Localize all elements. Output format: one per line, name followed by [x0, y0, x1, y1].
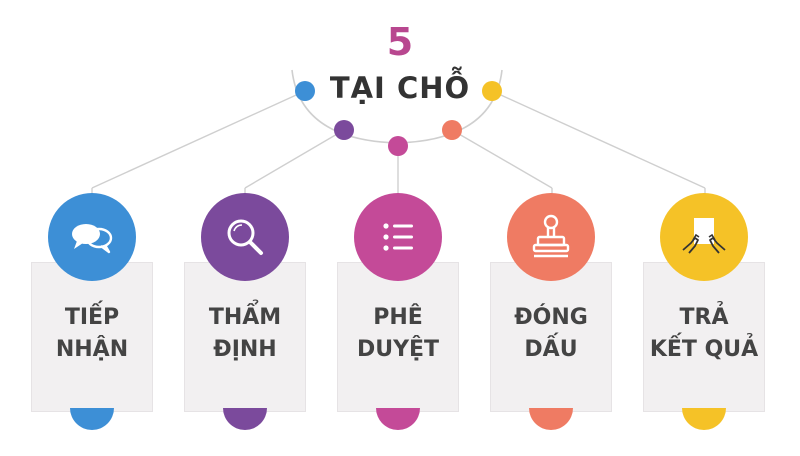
step-label: ĐÓNG DẤU: [490, 302, 612, 366]
magnifier-icon: [227, 219, 263, 255]
title-number: 5: [386, 20, 414, 64]
connector-line-2: [244, 129, 345, 189]
step-card-tiep-nhan: TIẾP NHẬN: [31, 262, 153, 412]
step-tab-1: [70, 408, 114, 430]
step-tab-4: [529, 408, 573, 430]
node-dot-3: [388, 136, 408, 156]
step-icon-circle-5: [660, 193, 748, 281]
step-label-line1: TRẢ: [679, 305, 729, 330]
step-label-line1: PHÊ: [373, 305, 423, 330]
step-label-line1: THẨM: [208, 305, 282, 330]
node-dot-4: [442, 120, 462, 140]
step-icon-circle-2: [201, 193, 289, 281]
hands-paper-icon: [682, 218, 726, 254]
step-label-line1: ĐÓNG: [514, 305, 588, 330]
step-label-line2: NHẬN: [55, 337, 129, 362]
step-label-line2: ĐỊNH: [213, 337, 277, 362]
speech-bubbles-icon: [72, 224, 113, 254]
step-card-phe-duyet: PHÊ DUYỆT: [337, 262, 459, 412]
node-dot-5: [482, 81, 502, 101]
node-dot-2: [334, 120, 354, 140]
step-tab-5: [682, 408, 726, 430]
title-text: TẠI CHỖ: [329, 71, 471, 105]
step-label: TRẢ KẾT QUẢ: [643, 302, 765, 366]
connector-line-4: [451, 129, 553, 189]
step-tab-3: [376, 408, 420, 430]
step-label-line1: TIẾP: [64, 305, 120, 330]
step-label: TIẾP NHẬN: [31, 302, 153, 366]
connector-line-5: [491, 90, 706, 189]
step-card-dong-dau: ĐÓNG DẤU: [490, 262, 612, 412]
step-label-line2: KẾT QUẢ: [649, 337, 759, 362]
step-label: THẨM ĐỊNH: [184, 302, 306, 366]
step-card-tham-dinh: THẨM ĐỊNH: [184, 262, 306, 412]
step-icon-circle-1: [48, 193, 136, 281]
node-dot-1: [295, 81, 315, 101]
step-label: PHÊ DUYỆT: [337, 302, 459, 366]
step-label-line2: DUYỆT: [356, 337, 440, 362]
step-label-line2: DẤU: [524, 337, 578, 362]
connector-line-1: [91, 90, 306, 189]
list-icon: [383, 223, 413, 251]
step-tab-2: [223, 408, 267, 430]
step-icon-circle-4: [507, 193, 595, 281]
step-card-tra-ket-qua: TRẢ KẾT QUẢ: [643, 262, 765, 412]
step-icon-circle-3: [354, 193, 442, 281]
stamp-icon: [532, 214, 570, 258]
